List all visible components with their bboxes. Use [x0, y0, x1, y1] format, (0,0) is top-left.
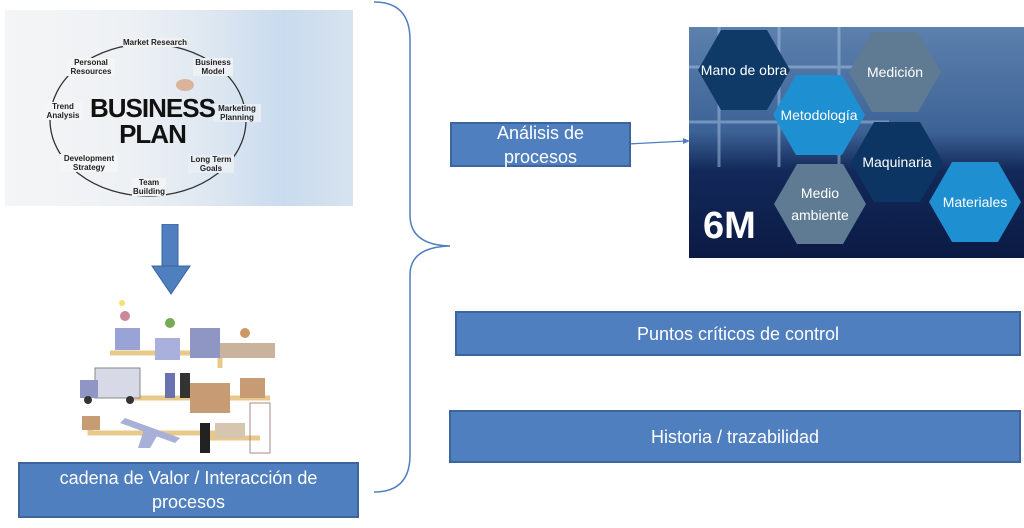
- business-plan-title: BUSINESS PLAN: [90, 93, 216, 149]
- shelf-icon: [200, 402, 271, 454]
- down-arrow-icon: [151, 224, 191, 295]
- six-m-title: 6M: [703, 205, 756, 247]
- label-marketing-planning: Marketing Planning: [213, 104, 261, 122]
- label-development-strategy: Development Strategy: [60, 154, 118, 172]
- people-icon: [165, 373, 190, 398]
- title-line-1: BUSINESS: [90, 93, 216, 123]
- truck-icon: [80, 367, 141, 404]
- connector-arrow: [628, 138, 690, 145]
- business-plan-image: Market Research Business Model Marketing…: [5, 10, 353, 206]
- cadena-de-valor-box: cadena de Valor / Interacción de proceso…: [18, 462, 359, 518]
- plane-icon: [120, 418, 180, 448]
- label-team-building: Team Building: [132, 178, 166, 196]
- six-m-image: Mano de obra Medición Metodología Maquin…: [689, 27, 1024, 258]
- printer-icon: [155, 318, 180, 360]
- label-personal-resources: Personal Resources: [67, 58, 115, 76]
- label-business-model: Business Model: [193, 58, 233, 76]
- historia-trazabilidad-box: Historia / trazabilidad: [449, 410, 1021, 463]
- title-line-2: PLAN: [119, 119, 187, 149]
- label-trend-analysis: Trend Analysis: [43, 102, 83, 120]
- boxes-icon: [82, 378, 265, 430]
- label-market-research: Market Research: [123, 38, 188, 47]
- analisis-de-procesos-box: Análisis de procesos: [450, 122, 631, 167]
- value-chain-illustration: [80, 300, 275, 454]
- label-long-term-goals: Long Term Goals: [188, 155, 234, 173]
- machine-icon: [190, 328, 275, 358]
- desk-icon: [115, 300, 140, 350]
- hand-marker-icon: [176, 79, 194, 91]
- puntos-criticos-box: Puntos críticos de control: [455, 311, 1021, 356]
- curly-brace: [373, 1, 451, 493]
